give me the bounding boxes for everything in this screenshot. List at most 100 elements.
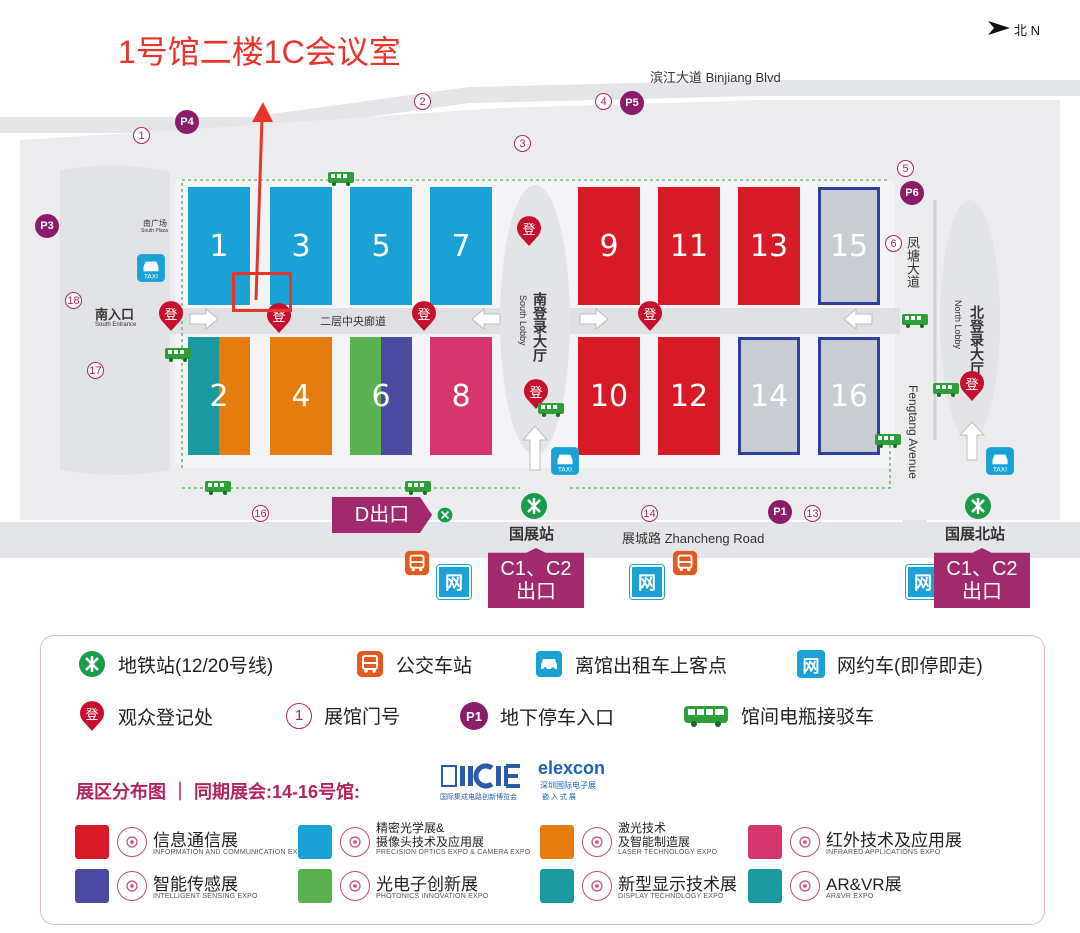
register-pin: 登	[636, 300, 664, 331]
shuttle-bus-icon	[538, 403, 564, 417]
south-entrance-en: South Entrance	[95, 322, 137, 328]
hall-number: 13	[749, 228, 789, 264]
iicie-logo: 国际集成电路创新博览会	[440, 762, 525, 806]
ride-hailing-icon: 网	[797, 650, 825, 678]
legend-ride-label: 网约车(即停即走)	[837, 655, 983, 677]
hall-number: 5	[371, 228, 391, 264]
shuttle-bus-icon	[205, 481, 231, 495]
hall-15: 15	[818, 187, 880, 305]
hall-number: 8	[451, 378, 471, 414]
shuttle-bus-icon	[405, 481, 431, 495]
legend-gate-label: 展馆门号	[324, 707, 401, 728]
hall-14: 14	[738, 337, 800, 455]
hall-1: 1	[188, 187, 250, 305]
iicie-caption: 国际集成电路创新博览会	[440, 794, 517, 801]
north-lobby-en: North Lobby	[953, 300, 963, 350]
category-label-en: DISPLAY TECHNOLOGY EXPO	[618, 893, 724, 900]
parking-p4: P4	[175, 110, 199, 134]
hall-9: 9	[578, 187, 640, 305]
bus-stop-icon	[356, 650, 384, 678]
hall-6: 6	[350, 337, 412, 455]
exit-c-north: C1、C2 出口	[934, 548, 1030, 608]
legend-register-label: 观众登记处	[118, 707, 214, 729]
hall-8: 8	[430, 337, 492, 455]
svg-text:登: 登	[965, 378, 978, 393]
gate-5: 5	[897, 160, 914, 177]
bus-stop-icon	[672, 550, 698, 581]
station-guozhan-north: 国展北站	[945, 526, 1006, 543]
hall-number: 12	[669, 378, 709, 414]
register-pin: 登	[958, 370, 986, 401]
shuttle-bus-icon	[683, 704, 729, 728]
taxi-icon: TAXI	[550, 446, 580, 481]
hall-13: 13	[738, 187, 800, 305]
hall-number: 4	[291, 378, 311, 414]
hall-12: 12	[658, 337, 720, 455]
category-icon	[582, 827, 612, 857]
shuttle-bus-icon	[902, 314, 928, 328]
category-label: 信息通信展	[153, 831, 238, 850]
gate-6: 6	[885, 235, 902, 252]
layout-title: 展区分布图 ｜ 同期展会:14-16号馆:	[76, 782, 361, 802]
category-label-en: INTELLIGENT SENSING EXPO	[153, 893, 258, 900]
shuttle-bus-icon	[875, 434, 901, 448]
exit-c-south-line2: 出口	[516, 581, 556, 603]
south-plaza-en: South Plaza	[141, 228, 168, 234]
category-icon	[340, 827, 370, 857]
taxi-icon	[535, 650, 563, 678]
gate-13: 13	[804, 505, 821, 522]
gate-number-icon: 1	[286, 702, 312, 729]
elexcon-logo: elexcon 深圳国际电子展 嵌 入 式 展	[538, 758, 618, 808]
svg-text:登: 登	[164, 308, 177, 323]
page-title: 1号馆二楼1C会议室	[118, 34, 401, 70]
category-label-en: PHOTONICS INNOVATION EXPO	[376, 893, 489, 900]
category-swatch	[540, 825, 574, 859]
legend-shuttle-label: 馆间电瓶接驳车	[741, 707, 875, 728]
legend-metro: 地铁站(12/20号线)	[78, 650, 273, 678]
parking-p3: P3	[35, 214, 59, 238]
category-icon	[790, 827, 820, 857]
gate-17: 17	[87, 362, 104, 379]
category-swatch	[298, 825, 332, 859]
hall-number: 1	[209, 228, 229, 264]
parking-p6: P6	[900, 181, 924, 205]
category-icon	[117, 871, 147, 901]
legend-taxi: 离馆出租车上客点	[535, 650, 727, 678]
register-pin: 登	[515, 215, 543, 246]
legend-parking: P1 地下停车入口	[460, 702, 614, 730]
svg-text:登: 登	[522, 223, 535, 238]
category-label-en: AR&VR EXPO	[826, 893, 874, 900]
taxi-icon: TAXI	[985, 446, 1015, 481]
corridor-label: 二层中央廊道	[320, 316, 386, 328]
gate-3: 3	[514, 135, 531, 152]
category-icon	[790, 871, 820, 901]
category-label: AR&VR展	[826, 875, 902, 894]
road-fengtang-cn: 凤塘大道	[905, 236, 920, 288]
metro-icon	[78, 650, 106, 678]
category-icon	[340, 871, 370, 901]
shuttle-bus-icon	[933, 383, 959, 397]
svg-text:TAXI: TAXI	[557, 466, 572, 474]
svg-text:登: 登	[529, 386, 542, 401]
south-lobby-en: South Lobby	[518, 295, 528, 346]
category-label-en: LASER TECHNOLOGY EXPO	[618, 849, 718, 856]
category-swatch	[75, 869, 109, 903]
ride-hailing-icon: 网	[437, 565, 471, 599]
bus-stop-icon	[404, 550, 430, 581]
station-guozhan: 国展站	[509, 526, 555, 543]
gate-18: 18	[65, 292, 82, 309]
north-lobby-cn: 北登录大厅	[969, 305, 985, 375]
hall-4: 4	[270, 337, 332, 455]
exit-c-south: C1、C2 出口	[488, 548, 584, 608]
exit-c-south-line1: C1、C2	[500, 558, 572, 580]
hall-number: 11	[669, 228, 709, 264]
hall-11: 11	[658, 187, 720, 305]
hall-7: 7	[430, 187, 492, 305]
gate-14: 14	[641, 505, 658, 522]
svg-text:TAXI: TAXI	[143, 273, 158, 281]
category-label-en: INFORMATION AND COMMUNICATION EXPO	[153, 849, 309, 856]
metro-icon	[520, 492, 548, 525]
parking-p5: P5	[620, 91, 644, 115]
legend-gate: 1 展馆门号	[286, 702, 400, 729]
legend-parking-label: 地下停车入口	[500, 707, 615, 729]
